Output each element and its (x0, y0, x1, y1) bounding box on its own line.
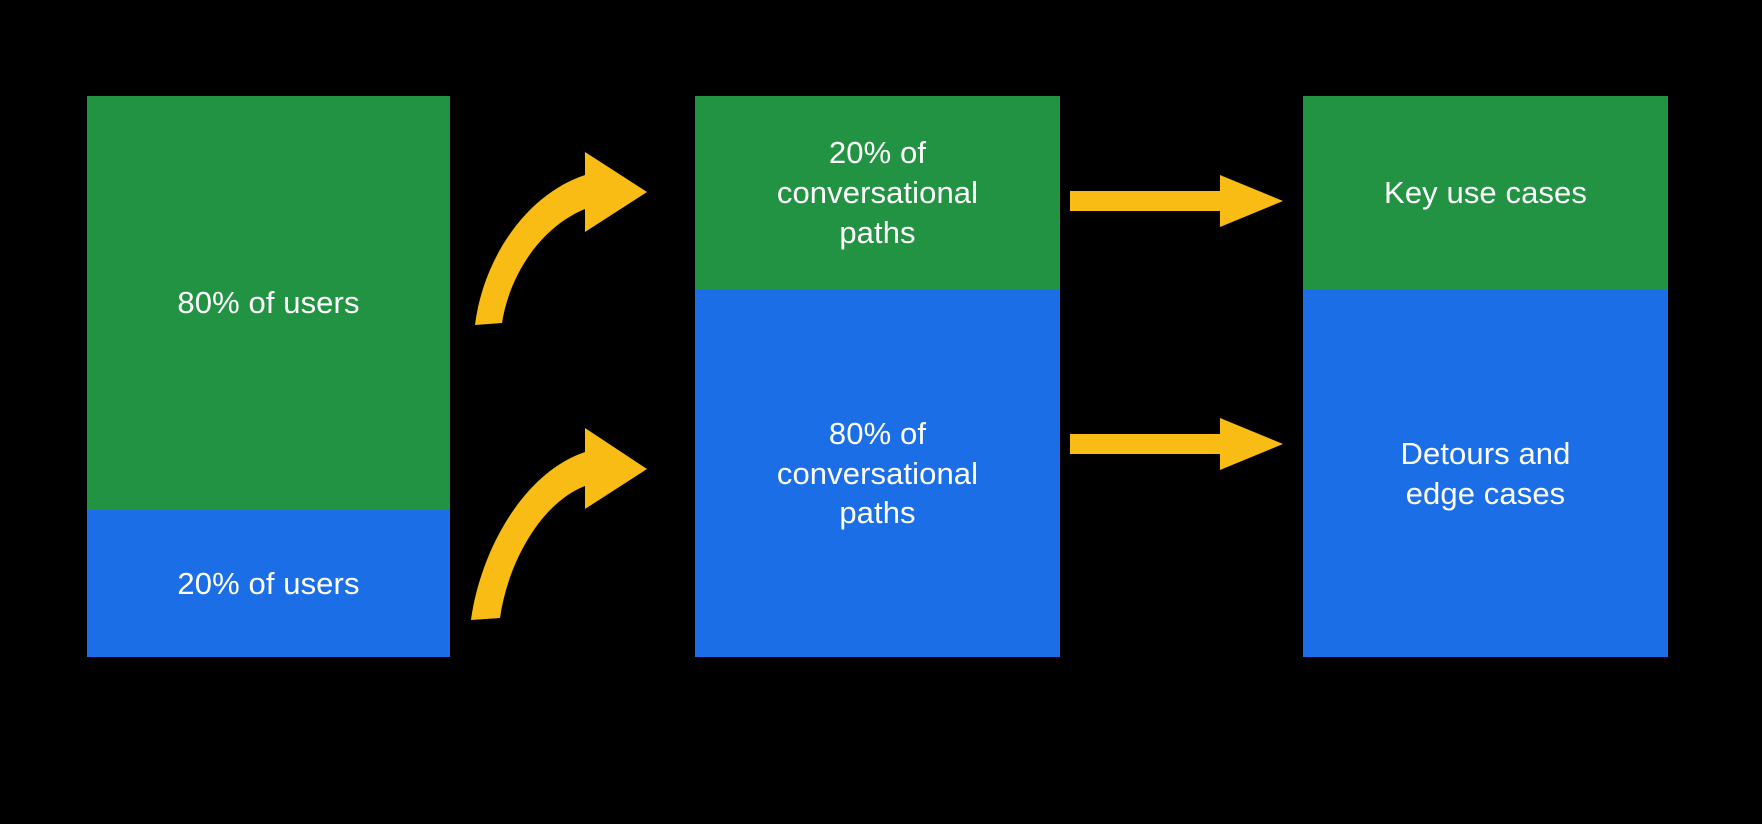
segment-users-majority-label: 80% of users (177, 285, 360, 321)
segment-outcome-detours: Detours and edge cases (1303, 290, 1668, 657)
segment-outcome-key-use-cases: Key use cases (1303, 96, 1668, 290)
segment-paths-minority: 20% of conversational paths (695, 96, 1060, 290)
column-conversational-paths: 20% of conversational paths 80% of conve… (695, 96, 1060, 657)
segment-outcome-detours-label: Detours and edge cases (1400, 435, 1571, 511)
segment-users-minority-label: 20% of users (177, 565, 360, 601)
straight-arrow-icon-top (1070, 175, 1283, 227)
segment-outcome-key-use-cases-label: Key use cases (1384, 175, 1587, 211)
segment-users-majority: 80% of users (87, 96, 450, 510)
segment-paths-minority-label: 20% of conversational paths (776, 135, 979, 250)
segment-paths-majority: 80% of conversational paths (695, 290, 1060, 657)
column-outcomes: Key use cases Detours and edge cases (1303, 96, 1668, 657)
curved-arrow-icon-top (475, 152, 647, 325)
curved-arrow-icon-bottom (471, 428, 647, 620)
column-users: 80% of users 20% of users (87, 96, 450, 657)
straight-arrow-icon-bottom (1070, 418, 1283, 470)
segment-users-minority: 20% of users (87, 510, 450, 657)
segment-paths-majority-label: 80% of conversational paths (776, 415, 979, 531)
